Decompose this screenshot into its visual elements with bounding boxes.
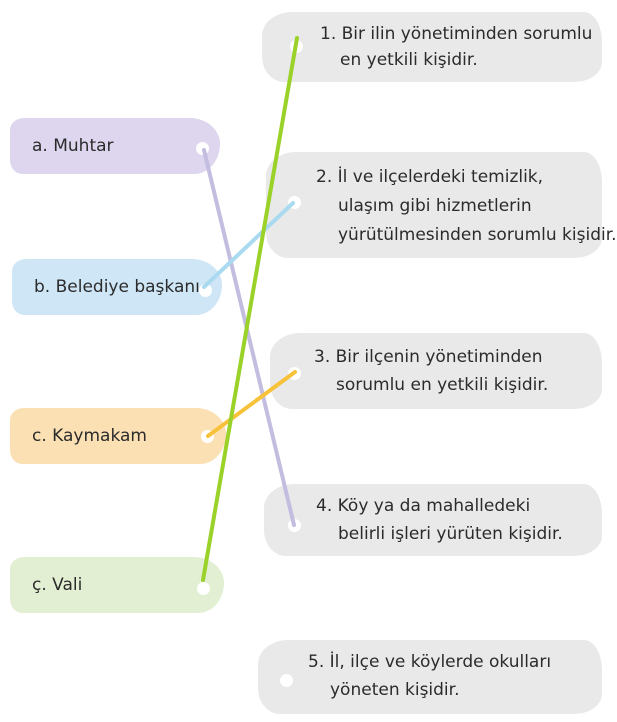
statement-1-line-1: 1. Bir ilin yönetiminden sorumlu — [320, 24, 593, 44]
term-b-label: b. Belediye başkanı — [34, 277, 200, 297]
term-c[interactable]: c. Kaymakam — [10, 408, 226, 464]
statement-3[interactable]: 3. Bir ilçenin yönetiminden sorumlu en y… — [270, 333, 602, 409]
term-cc[interactable]: ç. Vali — [10, 557, 224, 613]
statement-2[interactable]: 2. İl ve ilçelerdeki temizlik, ulaşım gi… — [266, 152, 617, 258]
statement-3-dot[interactable] — [288, 367, 301, 380]
statement-3-line-1: 3. Bir ilçenin yönetiminden — [314, 347, 543, 367]
statement-4-line-1: 4. Köy ya da mahalledeki — [316, 496, 531, 516]
statement-3-line-2: sorumlu en yetkili kişidir. — [336, 375, 549, 395]
statement-2-dot[interactable] — [288, 196, 301, 209]
statement-5-dot[interactable] — [280, 674, 293, 687]
term-b-dot[interactable] — [199, 284, 212, 297]
term-c-label: c. Kaymakam — [32, 426, 147, 446]
term-cc-dot[interactable] — [197, 582, 210, 595]
term-b[interactable]: b. Belediye başkanı — [12, 259, 222, 315]
statement-5-line-2: yöneten kişidir. — [330, 680, 460, 700]
term-c-dot[interactable] — [201, 430, 214, 443]
statement-4[interactable]: 4. Köy ya da mahalledeki belirli işleri … — [264, 484, 602, 556]
statement-4-line-2: belirli işleri yürüten kişidir. — [338, 524, 563, 544]
statement-1-dot[interactable] — [290, 40, 303, 53]
statement-5-line-1: 5. İl, ilçe ve köylerde okulları — [308, 652, 552, 672]
statement-5[interactable]: 5. İl, ilçe ve köylerde okulları yöneten… — [258, 640, 602, 714]
term-a-dot[interactable] — [196, 142, 209, 155]
term-cc-label: ç. Vali — [32, 575, 83, 595]
statement-2-line-1: 2. İl ve ilçelerdeki temizlik, — [316, 167, 544, 187]
term-a[interactable]: a. Muhtar — [10, 118, 220, 174]
term-a-label: a. Muhtar — [32, 136, 114, 156]
statement-1[interactable]: 1. Bir ilin yönetiminden sorumlu en yetk… — [262, 12, 602, 82]
statement-2-line-2: ulaşım gibi hizmetlerin — [338, 196, 532, 216]
statement-4-dot[interactable] — [288, 519, 301, 532]
statement-2-line-3: yürütülmesinden sorumlu kişidir. — [338, 225, 617, 245]
statement-1-line-2: en yetkili kişidir. — [340, 50, 478, 70]
